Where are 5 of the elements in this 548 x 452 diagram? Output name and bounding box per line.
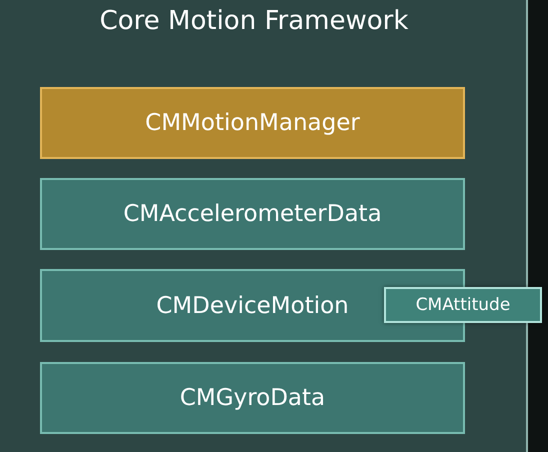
class-box: CMGyroData bbox=[40, 362, 465, 434]
class-box: CMAttitude bbox=[384, 287, 542, 323]
class-box: CMMotionManager bbox=[40, 87, 465, 159]
class-box: CMAccelerometerData bbox=[40, 178, 465, 250]
title: Core Motion Framework bbox=[98, 6, 410, 36]
